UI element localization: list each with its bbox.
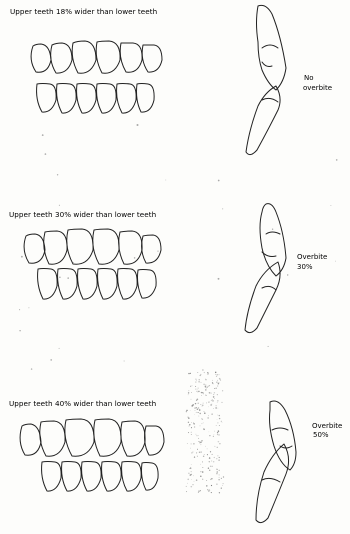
panel-3-label-line-2: 50% (313, 431, 329, 439)
panel-2-label-line-2: 30% (297, 263, 313, 271)
panel-2-caption: Upper teeth 30% wider than lower teeth (9, 210, 156, 219)
panel-3-caption: Upper teeth 40% wider than lower teeth (9, 399, 156, 408)
panel-1-label-line-2: overbite (303, 84, 332, 92)
panel-1-label-line-1: No (304, 74, 314, 82)
panel-2-upper-teeth (24, 229, 161, 264)
scan-noise (19, 124, 337, 493)
panel-1-caption: Upper teeth 18% wider than lower teeth (10, 7, 157, 16)
panel-1-lower-teeth (37, 84, 155, 114)
panel-2-lower-teeth (38, 269, 157, 300)
panel-3: Upper teeth 40% wider than lower teeth (9, 399, 342, 523)
panel-1-profile (246, 5, 286, 154)
panel-1: Upper teeth 18% wider than lower teeth (10, 5, 332, 154)
panel-3-lower-teeth (42, 462, 159, 492)
panel-3-label-line-1: Overbite (312, 422, 342, 430)
panel-2-label-line-1: Overbite (297, 253, 327, 261)
panel-2: Upper teeth 30% wider than lower teeth (9, 204, 327, 333)
panel-2-profile (245, 204, 286, 333)
panel-3-profile (256, 401, 296, 523)
panel-3-upper-teeth (20, 419, 164, 456)
panel-1-upper-teeth (31, 41, 162, 73)
